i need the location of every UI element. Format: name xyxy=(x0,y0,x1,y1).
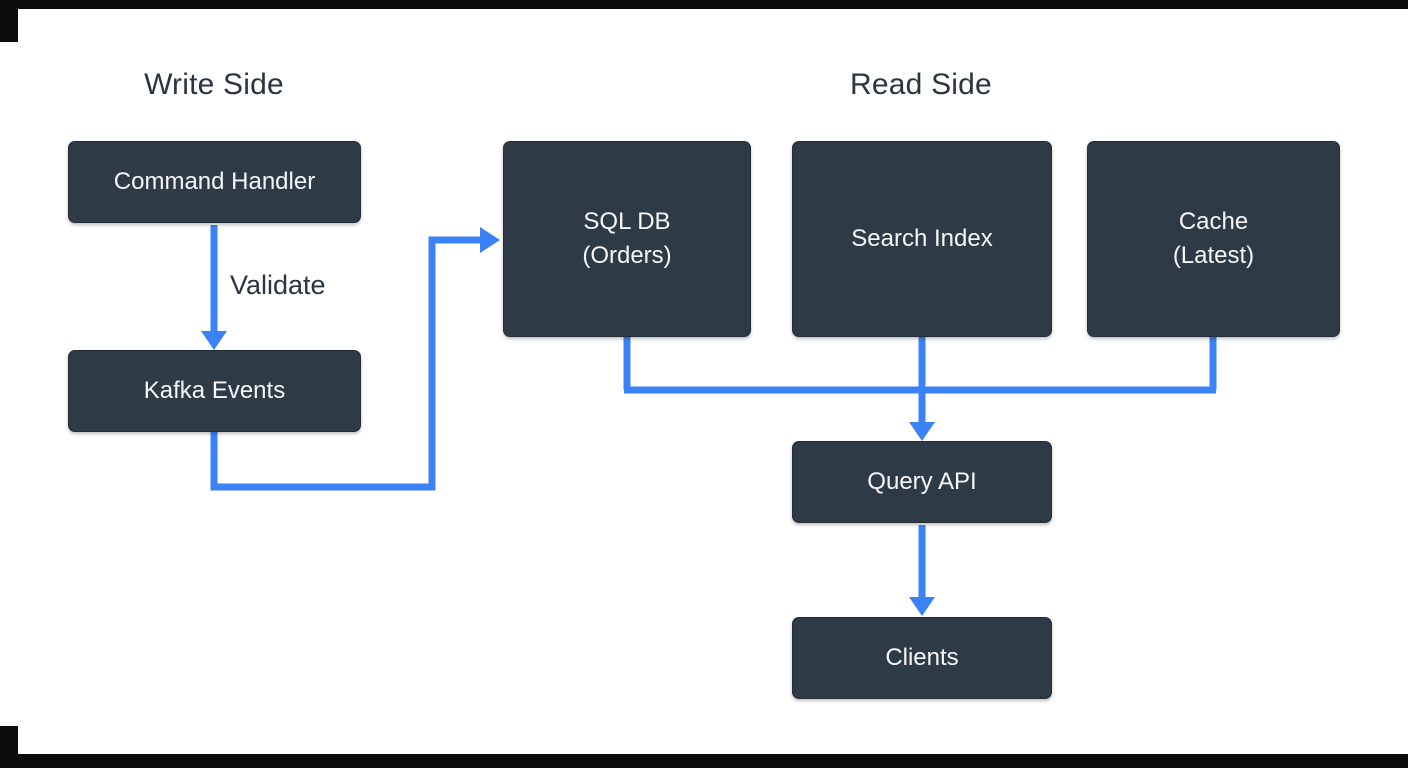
node-cache: Cache (Latest) xyxy=(1087,141,1340,337)
node-cache-line2: (Latest) xyxy=(1172,242,1255,269)
arrow-bus-to-queryapi-head xyxy=(909,422,935,441)
frame-bottom-bar xyxy=(0,754,1408,768)
frame-bottom-left-block xyxy=(0,726,18,768)
frame-top-left-block xyxy=(0,0,18,42)
node-query-api-label: Query API xyxy=(867,468,977,496)
node-sql-db-line2: (Orders) xyxy=(582,242,672,269)
node-kafka-events-label: Kafka Events xyxy=(143,377,286,405)
node-clients: Clients xyxy=(792,617,1052,699)
node-command-handler: Command Handler xyxy=(68,141,361,223)
node-command-handler-label: Command Handler xyxy=(113,168,316,196)
arrow-queryapi-to-clients-head xyxy=(909,597,935,616)
node-sql-db: SQL DB (Orders) xyxy=(503,141,751,337)
arrow-command-to-kafka-head xyxy=(201,331,227,350)
read-side-heading: Read Side xyxy=(850,68,992,101)
validate-edge-label: Validate xyxy=(230,270,326,300)
node-kafka-events: Kafka Events xyxy=(68,350,361,432)
node-sql-db-line1: SQL DB xyxy=(583,208,671,236)
frame-top-bar xyxy=(0,0,1408,9)
node-search-index-label: Search Index xyxy=(851,225,993,253)
node-search-index: Search Index xyxy=(792,141,1052,337)
node-clients-label: Clients xyxy=(885,644,959,672)
write-side-heading: Write Side xyxy=(144,68,284,101)
arrow-kafka-to-sqldb-head xyxy=(480,227,500,253)
node-query-api: Query API xyxy=(792,441,1052,523)
node-cache-line1: Cache xyxy=(1178,208,1249,236)
